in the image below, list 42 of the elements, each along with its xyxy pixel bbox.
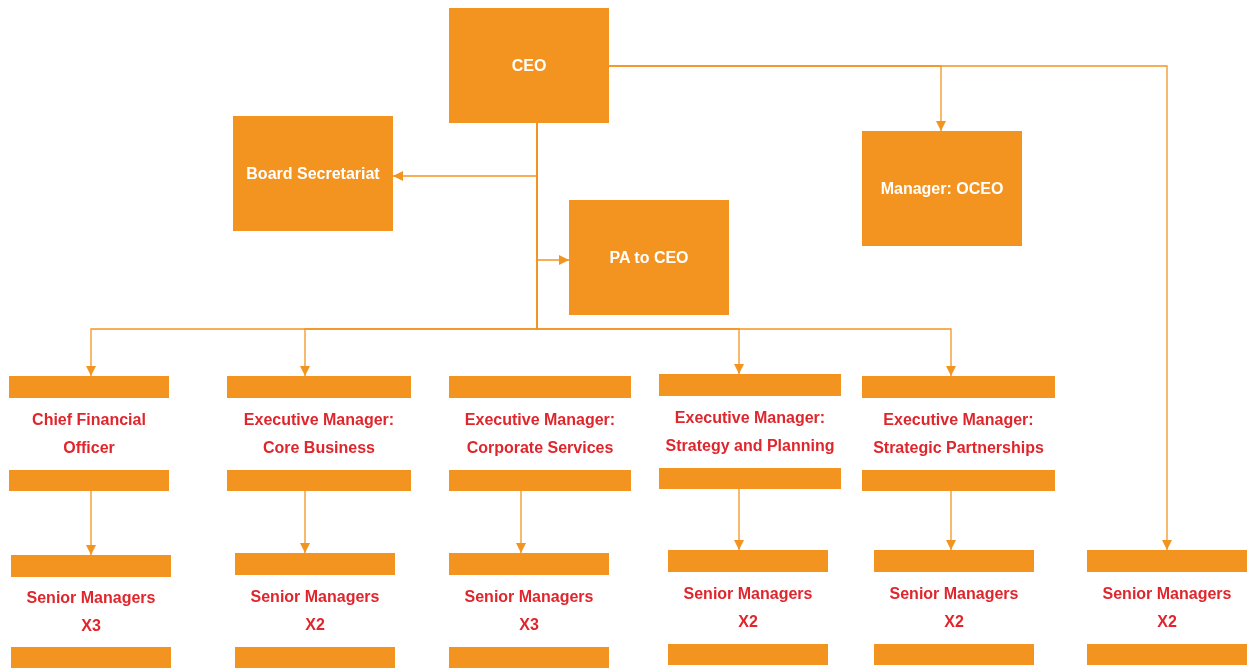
connector-arrow (86, 490, 96, 556)
role-title: Executive Manager: Corporate Services (463, 410, 617, 458)
title-band (449, 553, 609, 668)
connector-arrow (734, 488, 744, 551)
role-title: CEO (511, 56, 547, 76)
role-title: X2 (944, 612, 964, 632)
role-title: Board Secretariat (246, 164, 380, 184)
role-title: Senior Managers (250, 587, 380, 607)
role-box (449, 8, 609, 123)
connector-arrow (516, 490, 526, 554)
connector-arrow (608, 65, 1172, 551)
title-band (227, 376, 411, 491)
role-title: Senior Managers (889, 584, 1019, 604)
title-band (668, 550, 828, 665)
role-title: Executive Manager: Strategy and Planning (664, 408, 836, 456)
title-band (659, 374, 841, 489)
role-title: X3 (81, 616, 101, 636)
role-title: Executive Manager: Strategic Partnerships (872, 410, 1045, 458)
role-box (862, 131, 1022, 246)
role-title: Senior Managers (26, 588, 156, 608)
title-band (862, 376, 1055, 491)
connector-arrow (946, 490, 956, 551)
role-title: X3 (519, 615, 539, 635)
role-title: Senior Managers (683, 584, 813, 604)
connector-arrow (300, 490, 310, 554)
role-title: Chief Financial Officer (31, 410, 147, 458)
role-box (233, 116, 393, 231)
role-title: Senior Managers (464, 587, 594, 607)
role-box (569, 200, 729, 315)
title-band (449, 376, 631, 491)
title-band (1087, 550, 1247, 665)
role-title: X2 (305, 615, 325, 635)
role-title: PA to CEO (609, 248, 689, 268)
role-title: X2 (1157, 612, 1177, 632)
title-band (874, 550, 1034, 665)
title-band (11, 555, 171, 668)
role-title: Manager: OCEO (880, 179, 1004, 199)
title-band (235, 553, 395, 668)
role-title: Senior Managers (1102, 584, 1232, 604)
role-title: X2 (738, 612, 758, 632)
role-title: Executive Manager: Core Business (242, 410, 396, 458)
title-band (9, 376, 169, 491)
